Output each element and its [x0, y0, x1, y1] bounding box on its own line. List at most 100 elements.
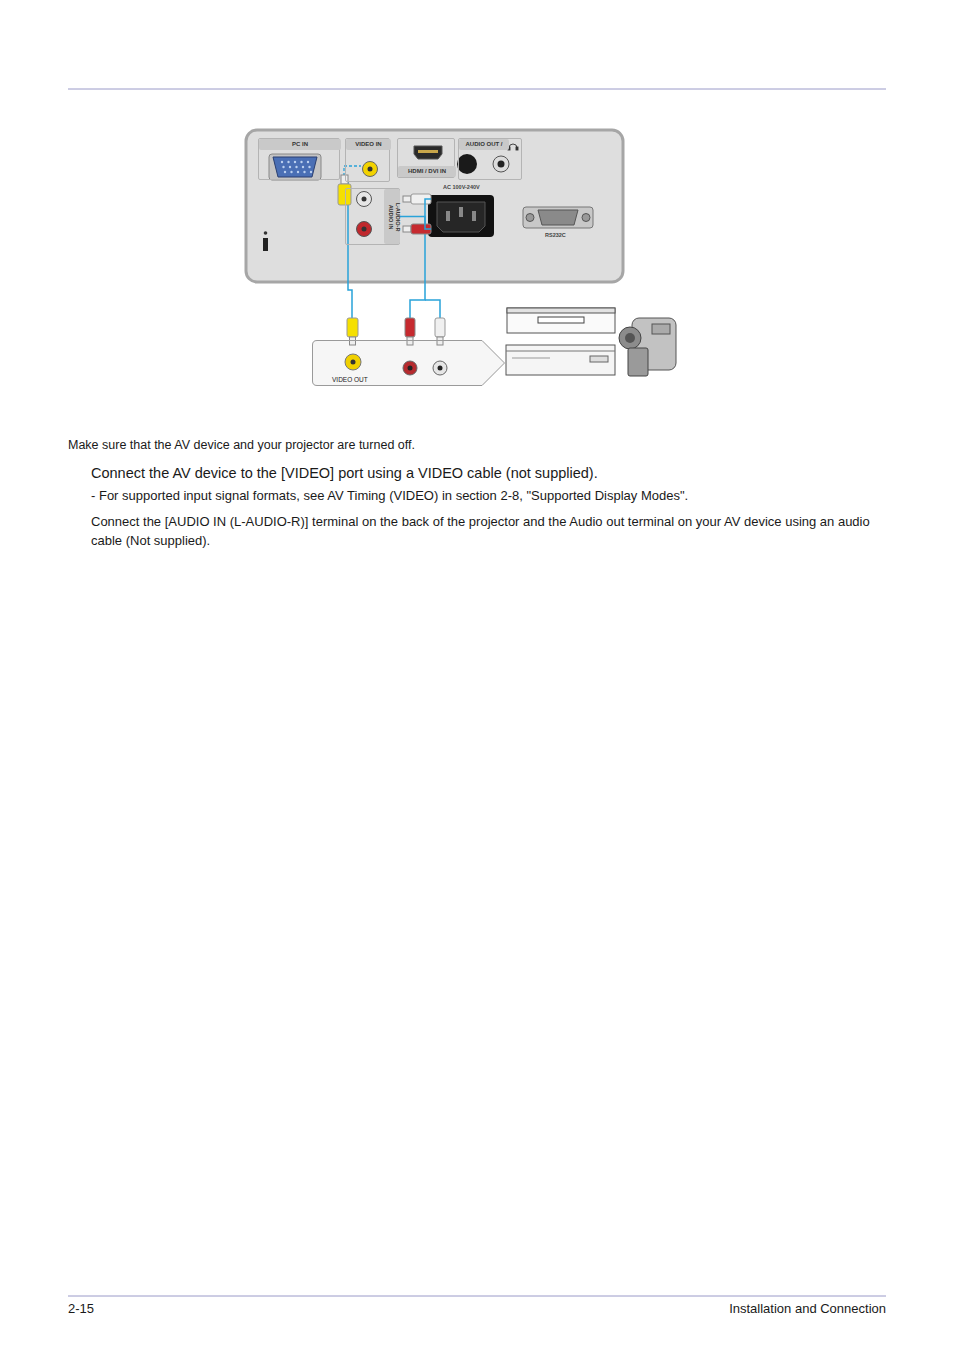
drawing-part	[357, 222, 372, 237]
vcr-device	[507, 308, 615, 333]
drawing-part	[264, 231, 268, 235]
drawing-part	[294, 161, 296, 163]
drawing-part	[281, 161, 283, 163]
audio-out-port: AUDIO OUT /	[458, 138, 522, 180]
drawing-part	[506, 351, 615, 352]
drawing-part	[403, 361, 417, 375]
drawing-part	[281, 161, 312, 173]
drawing-part	[516, 147, 518, 150]
rs232c-port	[523, 207, 593, 228]
drawing-part	[308, 166, 310, 168]
vga-port	[269, 154, 321, 180]
drawing-part	[362, 227, 367, 232]
video-in-jack	[363, 162, 378, 177]
pc-in-port: PC IN	[258, 138, 340, 180]
drawing-part	[507, 308, 615, 333]
device-panel-outline-path	[313, 341, 505, 386]
drawing-part	[437, 202, 485, 232]
audio-in-port: L-AUDIO-RAUDIO IN	[345, 188, 400, 245]
drawing-part	[498, 161, 505, 168]
drawing-part	[290, 171, 292, 173]
audio-in-jacks	[357, 192, 372, 237]
footer-title: Installation and Connection	[586, 1301, 886, 1317]
drawing-part	[351, 360, 356, 365]
port-label: VIDEO OUT	[332, 376, 368, 383]
page-number: 2-15	[68, 1301, 268, 1317]
header-rule	[68, 89, 886, 90]
drawing-part	[368, 167, 373, 172]
kensington-lock	[263, 231, 268, 251]
sub-note-text: - For supported input signal formats, se…	[91, 488, 891, 504]
drawing-part	[538, 210, 578, 225]
port-label-tab: AUDIO OUT /	[459, 139, 509, 150]
drawing-part	[357, 192, 372, 207]
step-text: Connect the [AUDIO IN (L-AUDIO-R)] termi…	[91, 512, 871, 550]
drawing-part	[282, 166, 284, 168]
drawing-part	[347, 318, 358, 337]
drawing-part	[425, 199, 431, 229]
drawing-part	[273, 157, 317, 177]
port-label: AUDIO OUT /	[466, 139, 503, 150]
drawing-part	[457, 154, 477, 174]
drawing-part	[284, 171, 286, 173]
camcorder	[619, 318, 676, 376]
drawing-part	[295, 166, 297, 168]
drawing-part	[269, 154, 321, 180]
note-text: Make sure that the AV device and your pr…	[68, 438, 868, 453]
drawing-part	[408, 366, 413, 371]
drawing-part	[493, 156, 509, 172]
drawing-part	[446, 211, 450, 221]
drawing-part	[507, 308, 615, 313]
av-device-panel: VIDEO OUT	[312, 340, 505, 386]
hdmi-dvi-in-port: HDMI / DVI IN	[397, 138, 455, 178]
drawing-part	[652, 324, 670, 334]
port-label-tab: L-AUDIO-RAUDIO IN	[384, 189, 400, 244]
headphone-icon	[508, 144, 518, 150]
port-label-tab: PC IN	[259, 139, 341, 150]
drawing-part	[289, 166, 291, 168]
drawing-part	[403, 196, 411, 202]
drawing-part	[287, 161, 289, 163]
audio-cable-branches	[425, 199, 440, 318]
drawing-part	[307, 161, 309, 163]
drawing-part	[619, 327, 641, 349]
drawing-part	[300, 161, 302, 163]
drawing-part	[459, 207, 463, 217]
drawing-part	[263, 238, 268, 251]
drawing-part	[428, 195, 494, 237]
projector-panel	[246, 130, 623, 282]
audio-plugs-top	[403, 194, 431, 234]
drawing-part	[425, 300, 440, 318]
dvd-device	[506, 345, 615, 375]
drawing-part	[303, 171, 305, 173]
drawing-part	[302, 166, 304, 168]
port-label: L-AUDIO-R	[393, 189, 400, 244]
part-label: RS232C	[545, 232, 566, 239]
drawing-part	[438, 366, 443, 371]
port-label: VIDEO IN	[355, 139, 381, 150]
drawing-part	[523, 207, 593, 228]
device-jacks	[345, 354, 447, 375]
drawing-part	[435, 318, 445, 337]
hdmi-port	[414, 146, 442, 159]
drawing-part	[625, 333, 635, 343]
drawing-part	[590, 356, 608, 362]
drawing-part	[297, 171, 299, 173]
port-label-tab: VIDEO IN	[346, 139, 391, 150]
audio-out-jacks	[457, 154, 509, 174]
drawing-part	[405, 318, 415, 337]
drawing-part	[628, 348, 648, 376]
drawing-part	[512, 358, 550, 359]
drawing-part	[403, 226, 411, 232]
drawing-part	[506, 345, 615, 375]
footer-rule	[68, 1296, 886, 1297]
port-label: PC IN	[292, 139, 308, 150]
drawing-part	[414, 146, 442, 159]
step-text: Connect the AV device to the [VIDEO] por…	[91, 465, 891, 482]
drawing-part	[433, 361, 447, 375]
drawing-part	[363, 162, 378, 177]
video-in-port: VIDEO IN	[345, 138, 390, 182]
cable-connector	[348, 182, 352, 340]
drawing-part	[538, 317, 584, 323]
